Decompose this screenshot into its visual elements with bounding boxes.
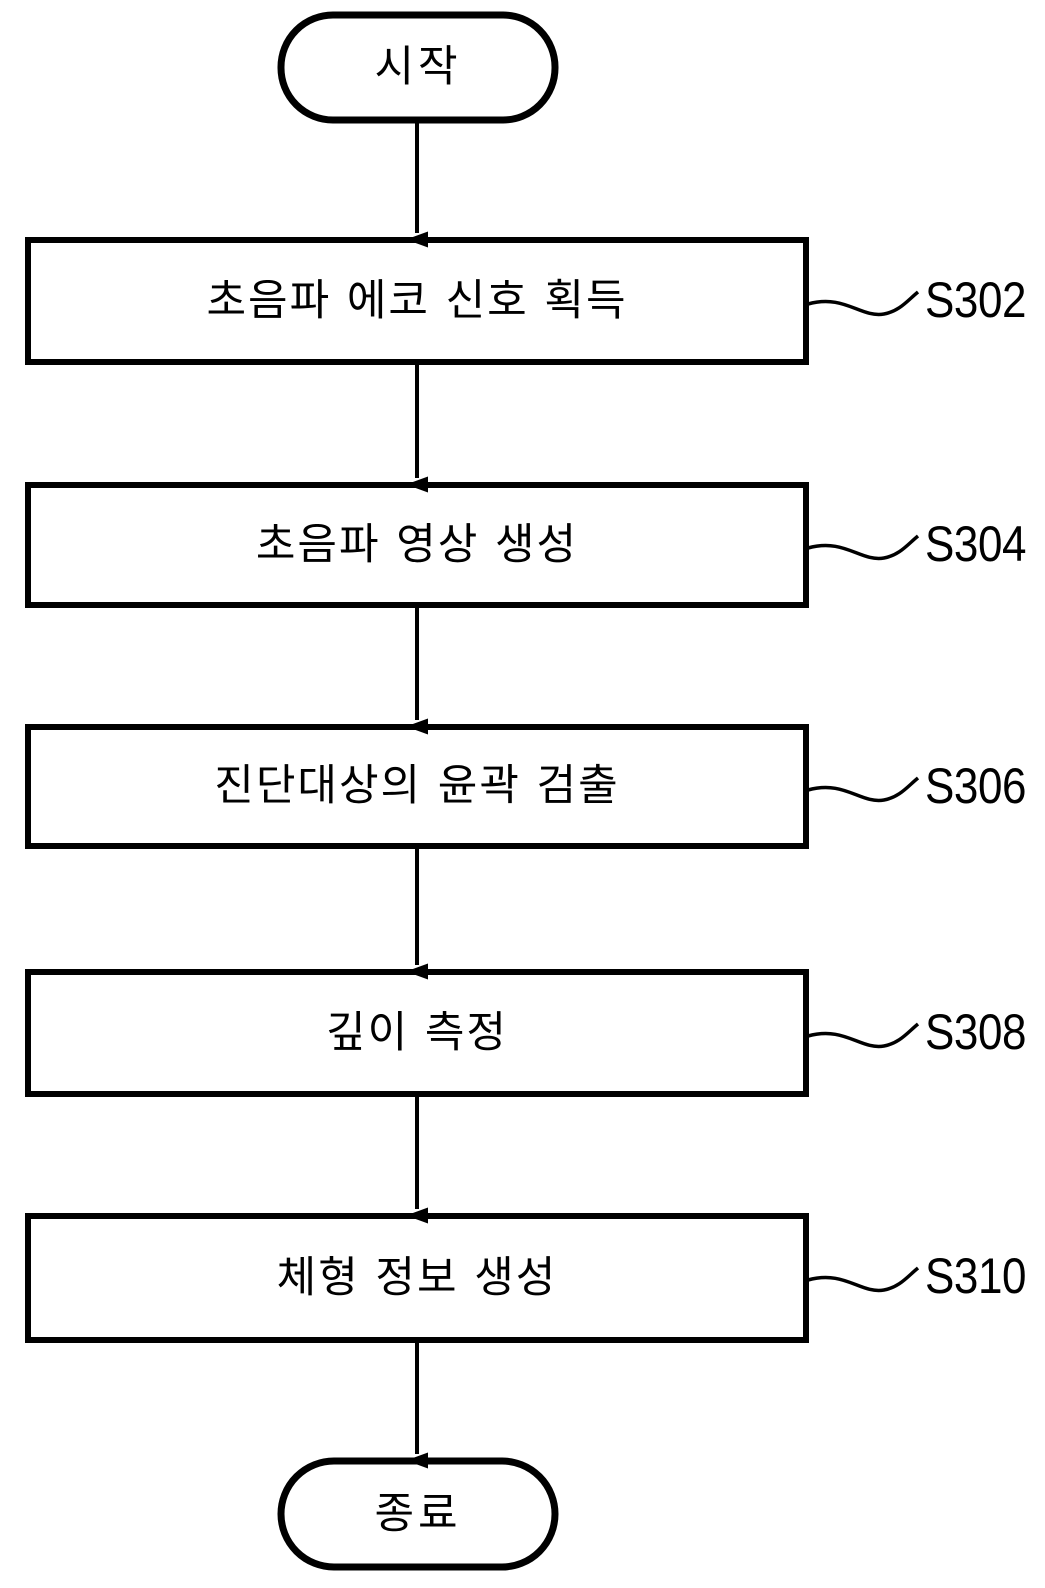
process-box-4-label: 깊이 측정 (326, 1007, 508, 1058)
leader-line-s310 (807, 1266, 920, 1293)
process-box-2-label: 초음파 영상 생성 (255, 519, 579, 570)
leader-line-s302 (807, 290, 920, 317)
leader-line-s304 (807, 534, 920, 561)
process-box-3 (25, 724, 809, 849)
step-ref-s304: S304 (925, 516, 1027, 572)
step-ref-s302: S302 (925, 272, 1027, 328)
step-ref-s308: S308 (925, 1004, 1027, 1060)
start-node-label: 시작 (374, 42, 462, 92)
end-node-label: 종료 (374, 1488, 462, 1539)
step-ref-s310: S310 (925, 1248, 1027, 1304)
process-box-1-label: 초음파 에코 신호 획득 (206, 275, 628, 326)
leader-line-s306 (807, 776, 920, 803)
process-box-1 (25, 237, 809, 365)
process-box-5-label: 체형 정보 생성 (276, 1252, 558, 1303)
leader-line-s308 (807, 1022, 920, 1049)
process-box-3-label: 진단대상의 윤곽 검출 (214, 761, 620, 811)
step-ref-s306: S306 (925, 758, 1027, 814)
